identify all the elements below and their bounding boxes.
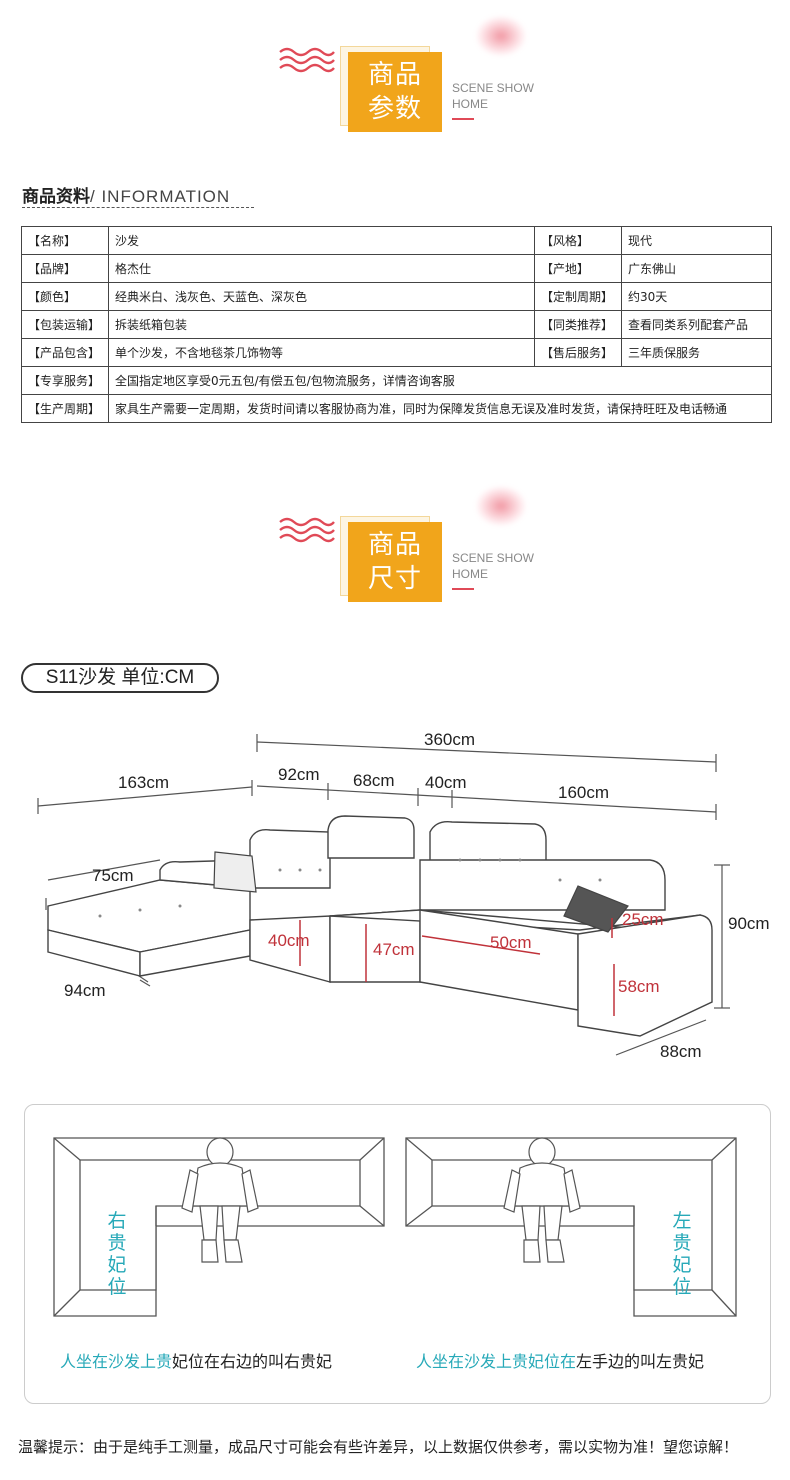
table-row: 【生产周期】 家具生产需要一定周期，发货时间请以客服协商为准，同时为保障发货信息… [21, 394, 772, 423]
dim-chaise-width: 94cm [64, 981, 106, 1000]
table-row: 【名称】 沙发 【风格】 现代 [21, 226, 772, 255]
accent-bar [452, 588, 474, 590]
badge-line-1: 商品 [367, 60, 422, 90]
decorative-blob [476, 16, 526, 56]
seating-orientation-panel [24, 1104, 771, 1404]
dim-seat-height: 47cm [373, 940, 415, 959]
caption-left-chaise: 人坐在沙发上贵妃位在左手边的叫左贵妃 [416, 1352, 705, 1371]
dim-seat-depth: 50cm [490, 933, 532, 952]
sofa-left-chaise-illustration [405, 1137, 737, 1317]
sofa-model-label: S11沙发 单位:CM [21, 663, 219, 693]
zigzag-icon [279, 517, 335, 543]
table-row: 【专享服务】 全国指定地区享受0元五包/有偿五包/包物流服务，详情咨询客服 [21, 366, 772, 395]
table-row: 【品牌】 格杰仕 【产地】 广东佛山 [21, 254, 772, 283]
badge-line-2: 参数 [367, 94, 422, 124]
sofa-right-chaise-illustration [53, 1137, 385, 1317]
dim-total-width: 360cm [424, 730, 476, 749]
dim-seg-4: 160cm [558, 783, 610, 802]
section-badge: 商品 参数 [348, 52, 442, 132]
info-table: 【名称】 沙发 【风格】 现代 【品牌】 格杰仕 【产地】 广东佛山 【颜色】 … [21, 226, 772, 423]
accent-bar [452, 118, 474, 120]
left-chaise-label: 左贵妃位 [672, 1210, 692, 1298]
footer-note: 温馨提示：由于是纯手工测量，成品尺寸可能会有些许差异，以上数据仅供参考，需以实物… [18, 1438, 739, 1456]
section-en-label: SCENE SHOW HOME [452, 551, 535, 581]
section-header-params: 商品 参数 SCENE SHOW HOME [0, 16, 790, 166]
dim-seg-2: 68cm [353, 771, 395, 790]
dim-console-seat-height: 40cm [268, 931, 310, 950]
info-heading-underline [22, 207, 254, 208]
dim-arm-height: 58cm [618, 977, 660, 996]
sofa-dimension-diagram [37, 734, 730, 1056]
dim-seg-1: 92cm [278, 765, 320, 784]
table-row: 【产品包含】 单个沙发，不含地毯茶几饰物等 【售后服务】 三年质保服务 [21, 338, 772, 367]
table-row: 【包装运输】 拆装纸箱包装 【同类推荐】 查看同类系列配套产品 [21, 310, 772, 339]
zigzag-icon [279, 47, 335, 73]
dim-total-height: 90cm [728, 914, 770, 933]
dim-seg-3: 40cm [425, 773, 467, 792]
section-badge: 商品 尺寸 [348, 522, 442, 602]
dim-left-section: 163cm [118, 773, 170, 792]
badge-line-2: 尺寸 [367, 564, 422, 594]
decorative-blob [476, 486, 526, 526]
dim-chaise-depth: 75cm [92, 866, 134, 885]
dim-depth-right: 88cm [660, 1042, 702, 1061]
right-chaise-label: 右贵妃位 [107, 1210, 127, 1298]
table-row: 【颜色】 经典米白、浅灰色、天蓝色、深灰色 【定制周期】 约30天 [21, 282, 772, 311]
section-en-label: SCENE SHOW HOME [452, 81, 535, 111]
badge-line-1: 商品 [367, 530, 422, 560]
section-header-size: 商品 尺寸 SCENE SHOW HOME [0, 486, 790, 636]
info-heading: 商品资料/ INFORMATION [22, 187, 231, 207]
caption-right-chaise: 人坐在沙发上贵妃位在右边的叫右贵妃 [60, 1352, 333, 1371]
dim-cushion: 25cm [622, 910, 664, 929]
